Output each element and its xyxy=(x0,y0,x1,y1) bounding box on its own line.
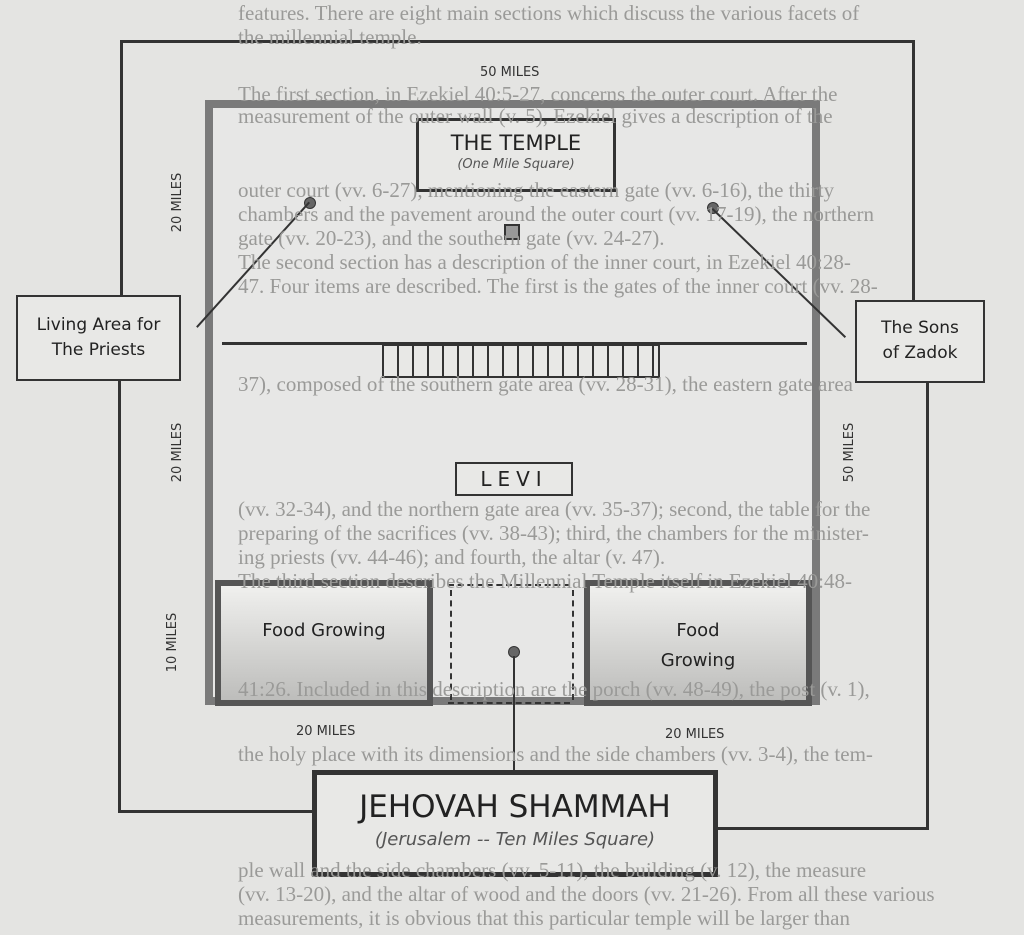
outer-frame-bottom-left xyxy=(118,810,314,813)
city-gate-bottom xyxy=(448,702,570,704)
outer-frame-top xyxy=(120,40,914,43)
background-text-line: (vv. 13-20), and the altar of wood and t… xyxy=(238,882,935,906)
background-text-line: features. There are eight main sections … xyxy=(238,1,860,25)
bottom-left-miles-label: 20 MILES xyxy=(296,724,356,739)
background-text-line: measurements, it is obvious that this pa… xyxy=(238,906,850,930)
food-growing-left: Food Growing xyxy=(215,580,433,706)
left-upper-miles-label: 20 MILES xyxy=(170,172,186,233)
jehovah-shammah-box: JEHOVAH SHAMMAH (Jerusalem -- Ten Miles … xyxy=(312,770,718,877)
divider-line xyxy=(222,342,807,345)
top-miles-label: 50 MILES xyxy=(480,65,540,80)
sons-of-zadok-label: The Sons of Zadok xyxy=(881,318,959,363)
city-gate-top xyxy=(448,584,570,586)
temple-subtitle: (One Mile Square) xyxy=(457,157,575,172)
background-text-line: the millennial temple. xyxy=(238,25,422,49)
outer-frame-bottom-right xyxy=(715,827,929,830)
temple-stairs xyxy=(382,344,660,378)
living-area-box: Living Area for The Priests xyxy=(16,295,181,381)
outer-frame-left-upper xyxy=(120,40,123,296)
levi-box: LEVI xyxy=(455,462,573,496)
left-lower-miles-label: 10 MILES xyxy=(165,612,181,673)
city-title: JEHOVAH SHAMMAH xyxy=(359,789,671,825)
living-area-label: Living Area for The Priests xyxy=(36,315,161,360)
outer-frame-right-upper xyxy=(912,40,915,302)
temple-title: THE TEMPLE xyxy=(450,131,582,155)
city-pointer-line xyxy=(513,656,515,772)
temple-box: THE TEMPLE (One Mile Square) xyxy=(416,118,616,192)
bottom-right-miles-label: 20 MILES xyxy=(665,727,725,742)
background-text-line: the holy place with its dimensions and t… xyxy=(238,742,873,766)
food-growing-right: Food Growing xyxy=(584,580,812,706)
levi-label: LEVI xyxy=(480,467,548,491)
altar-icon xyxy=(504,224,520,240)
city-gate-right xyxy=(572,590,574,700)
right-miles-label: 50 MILES xyxy=(842,422,858,483)
left-middle-miles-label: 20 MILES xyxy=(170,422,186,483)
outer-frame-right-lower xyxy=(926,382,929,830)
city-subtitle: (Jerusalem -- Ten Miles Square) xyxy=(374,829,656,850)
city-gate-left xyxy=(450,590,452,700)
outer-frame-left-lower xyxy=(118,380,121,812)
sons-of-zadok-box: The Sons of Zadok xyxy=(855,300,985,383)
